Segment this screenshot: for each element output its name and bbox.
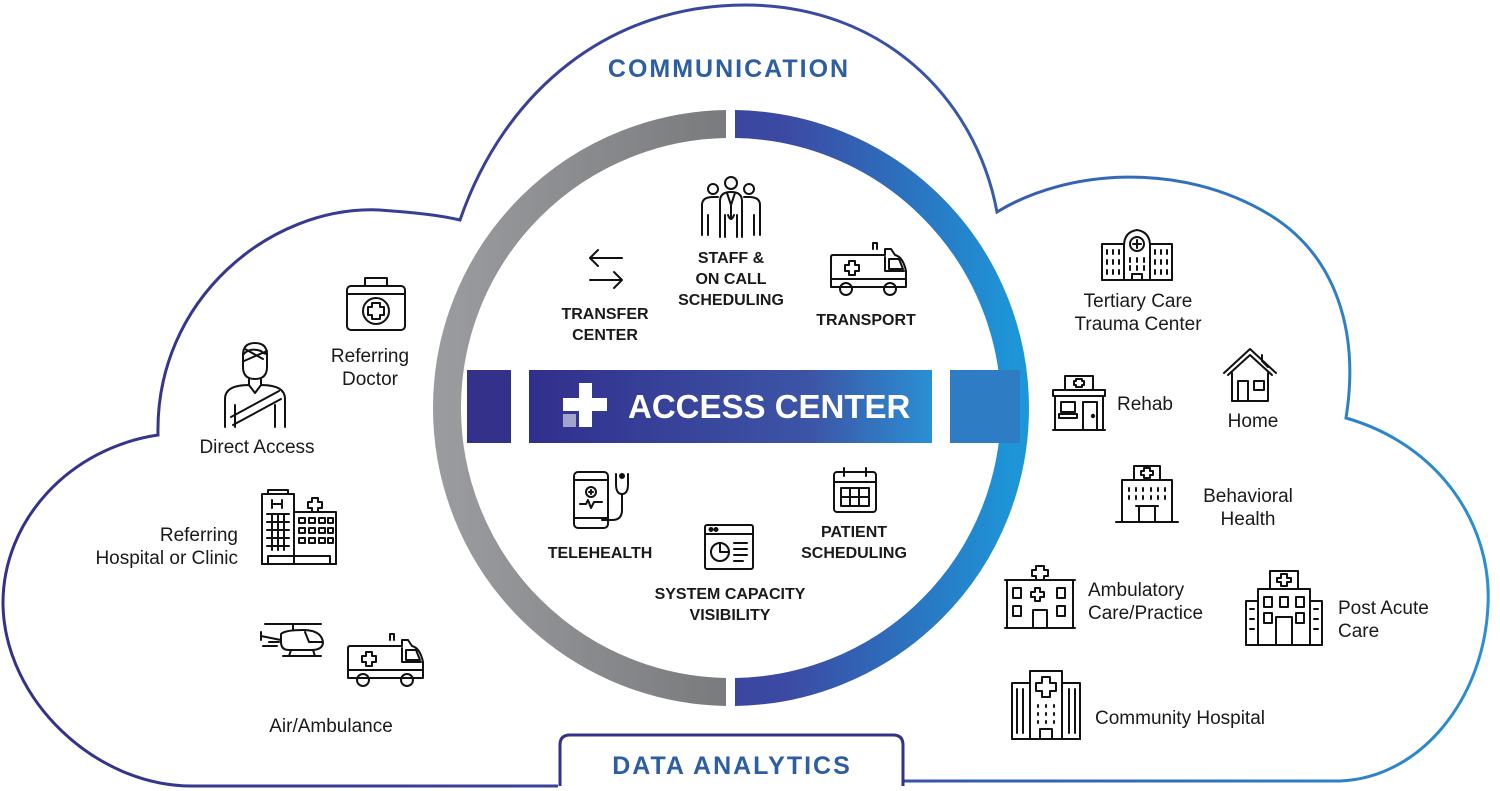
destination-community-hospital: Community Hospital (1095, 708, 1265, 729)
data-analytics-tab (558, 733, 905, 786)
access-center-title: ACCESS CENTER (628, 388, 911, 425)
access-center-logo-icon (563, 383, 607, 427)
helicopter-icon (260, 623, 324, 657)
destination-tertiary-care: Tertiary Care Trauma Center (1074, 291, 1202, 335)
data-analytics-heading: DATA ANALYTICS (612, 752, 852, 780)
service-system-capacity: SYSTEM CAPACITY VISIBILITY (654, 586, 806, 624)
access-center-band-right (950, 370, 1020, 443)
source-referring-hospital: Referring Hospital or Clinic (95, 525, 238, 569)
telehealth-phone-icon (573, 471, 629, 529)
destination-behavioral-health: Behavioral Health (1203, 486, 1293, 530)
service-transport: TRANSPORT (816, 312, 916, 329)
post-acute-care-icon (1245, 570, 1323, 646)
service-patient-scheduling: PATIENT SCHEDULING (801, 524, 907, 562)
first-aid-kit-icon (346, 277, 406, 331)
source-air-ambulance: Air/Ambulance (269, 716, 393, 737)
medical-staff-icon (701, 176, 761, 238)
rehab-clinic-icon (1052, 375, 1106, 431)
destination-post-acute-care: Post Acute Care (1338, 598, 1429, 642)
ambulance-icon (347, 633, 424, 687)
service-staff-scheduling: STAFF & ON CALL SCHEDULING (678, 250, 784, 309)
calendar-icon (833, 467, 877, 513)
communication-heading: COMMUNICATION (607, 55, 851, 83)
destination-ambulatory-care: Ambulatory Care/Practice (1088, 580, 1204, 624)
access-center-band-left (467, 370, 511, 443)
ambulance-icon (830, 242, 907, 296)
cloud-outline (1, 3, 1490, 788)
hospital-building-icon (261, 489, 337, 565)
home-icon (1223, 348, 1277, 402)
ambulatory-practice-icon (1004, 565, 1076, 629)
source-direct-access: Direct Access (199, 437, 315, 458)
community-hospital-icon (1011, 670, 1081, 740)
transfer-arrows-icon (589, 249, 623, 289)
trauma-center-icon (1101, 229, 1173, 281)
destination-home: Home (1227, 411, 1279, 432)
behavioral-health-building-icon (1115, 465, 1179, 523)
source-referring-doctor: Referring Doctor (330, 346, 410, 390)
service-telehealth: TELEHEALTH (547, 545, 653, 562)
service-transfer-center: TRANSFER CENTER (561, 306, 649, 344)
injured-person-icon (224, 342, 286, 428)
dashboard-chart-icon (704, 524, 754, 570)
destination-rehab: Rehab (1117, 394, 1173, 415)
